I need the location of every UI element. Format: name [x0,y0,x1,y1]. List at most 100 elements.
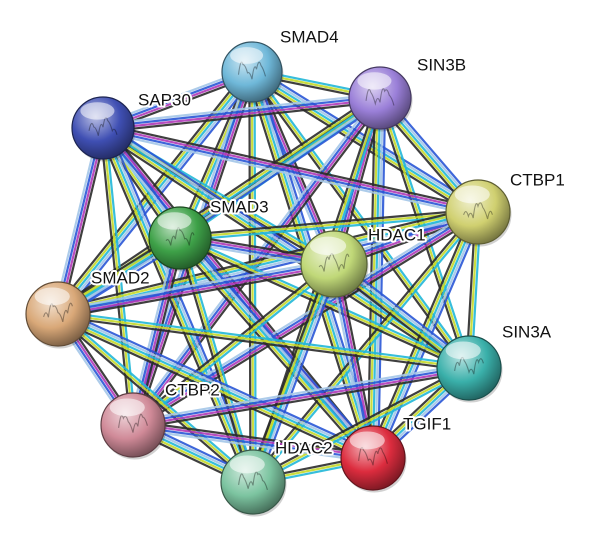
edge-strand [59,308,377,455]
edge-strand [101,95,381,128]
edge-strand [249,209,478,482]
edge-ctbp1-hdac2 [249,209,482,485]
edge-strand [131,365,470,425]
edge-strand [130,260,334,425]
node-label-ctbp2: CTBP2 [165,380,220,399]
edge-strand [101,126,255,484]
edge-sin3a-ctbp2 [131,363,471,430]
protein-structure-icon [318,253,350,273]
edge-strand [102,123,480,210]
node-label-smad3: SMAD3 [210,197,269,216]
node-highlight [157,212,192,230]
edge-strand [104,125,257,483]
edge-strand [56,312,471,370]
node-label-hdac1: HDAC1 [368,225,426,244]
protein-structure-icon [88,117,118,136]
edge-strand [104,124,378,457]
edge-strand [56,208,479,313]
node-label-smad2: SMAD2 [91,268,150,287]
edge-smad2-tgif1 [54,308,377,464]
node-highlight [109,398,145,417]
protein-structure-icon [365,88,395,106]
edge-strand [102,125,480,212]
edge-strand [57,310,471,367]
edge-strand [131,427,374,463]
node-ctbp2[interactable] [100,392,167,460]
edge-strand [366,96,376,459]
edge-strand [101,93,381,126]
edge-strand [135,99,385,429]
edge-strand [174,240,371,463]
network-nodes [25,41,512,517]
edge-strand [55,315,374,462]
edge-strand [56,261,335,314]
node-sap30[interactable] [71,96,136,162]
edge-strand [131,209,479,425]
node-label-sin3b: SIN3B [417,55,466,74]
node-ctbp1[interactable] [445,179,512,247]
edge-strand [54,317,372,464]
node-smad4[interactable] [221,41,284,105]
node-smad3[interactable] [148,206,213,272]
node-highlight [454,185,490,204]
edge-strand [132,422,375,458]
edge-strand [251,210,480,484]
edge-sap30-ctbp1 [101,123,480,217]
edge-strand [99,127,252,485]
node-label-smad4: SMAD4 [280,27,339,46]
edge-strand [97,128,250,486]
edge-strand [131,262,336,427]
node-tgif1[interactable] [340,425,407,493]
node-highlight [357,72,392,90]
protein-structure-icon [237,61,267,80]
edge-strand [251,366,471,484]
node-highlight [445,341,481,360]
edge-strand [56,259,335,312]
node-sin3b[interactable] [348,66,413,132]
edge-strand [250,364,469,481]
edge-strand [132,368,471,428]
node-highlight [80,102,115,120]
node-label-sap30: SAP30 [138,90,191,109]
edge-strand [132,212,480,428]
edge-strand [57,264,336,317]
edge-strand [131,363,470,423]
node-highlight [309,236,347,256]
node-label-hdac2: HDAC2 [275,438,333,457]
edge-strand [131,425,374,461]
edge-strand [56,315,470,372]
node-highlight [349,431,385,450]
network-labels: SMAD4SIN3BSAP30CTBP1SMAD3HDAC1SMAD2SIN3A… [89,25,567,459]
edge-strand [178,208,479,237]
edge-strand [101,130,479,217]
edge-strand [133,264,337,429]
node-smad2[interactable] [25,281,92,349]
node-hdac1[interactable] [300,230,369,300]
edge-strand [58,310,256,482]
node-hdac2[interactable] [220,449,287,517]
edge-strand [253,212,482,485]
edge-strand [129,207,478,423]
edge-strand [57,266,336,319]
edge-strand [176,238,373,461]
node-highlight [34,287,70,306]
edge-strand [102,100,382,133]
edge-strand [377,97,387,460]
edge-hdac1-smad2 [56,259,336,319]
edge-strand [178,236,375,460]
edge-hdac1-ctbp2 [130,260,337,429]
node-highlight [229,455,265,474]
protein-structure-icon [463,202,493,220]
edge-strand [56,312,375,460]
edge-strand [100,129,469,372]
edge-strand [56,312,255,484]
protein-structure-icon [454,356,484,375]
edge-strand [101,128,479,215]
protein-structure-icon [358,447,388,466]
node-label-ctbp1: CTBP1 [510,170,565,189]
node-sin3a[interactable] [436,335,503,403]
edge-strand [55,205,478,311]
edge-strand [178,210,480,240]
edge-strand [132,420,375,456]
